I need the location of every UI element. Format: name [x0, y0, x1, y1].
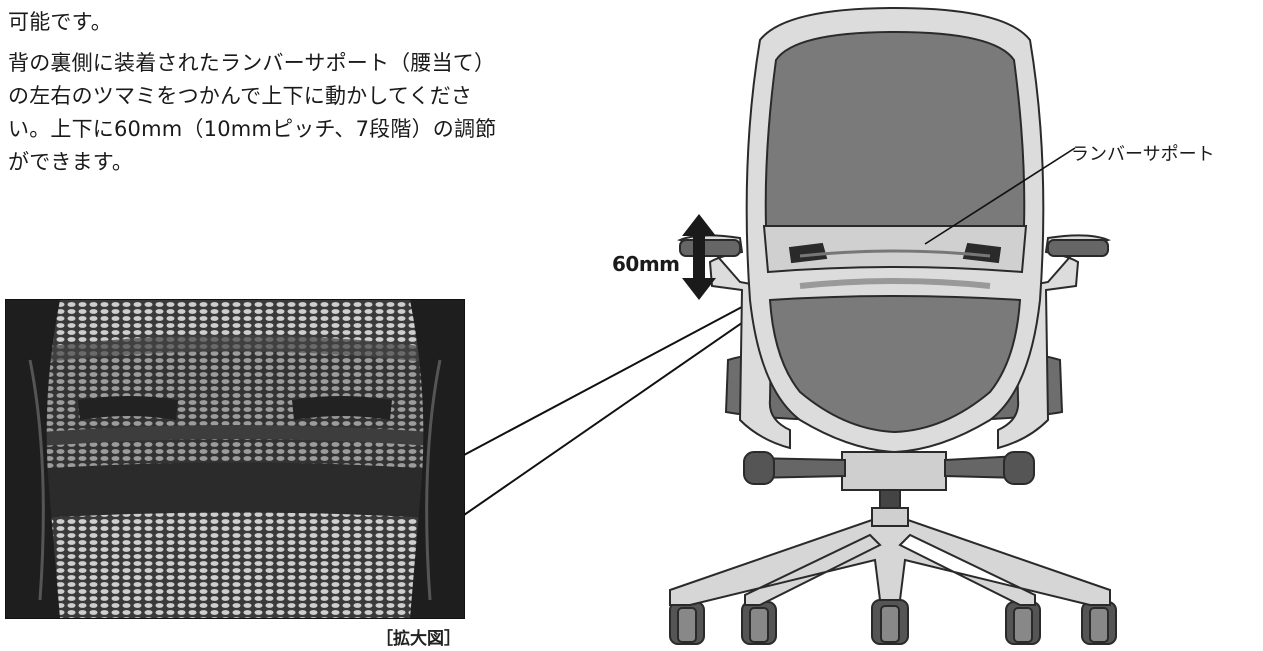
paragraph-line-3: い。上下に60mm（10mmピッチ、7段階）の調節	[8, 117, 497, 141]
zoom-caption: ［拡大図］	[376, 629, 461, 649]
backrest-mesh-upper	[764, 30, 1026, 227]
paragraph-line-2: の左右のツマミをつかんで上下に動かしてくださ	[8, 84, 473, 108]
lumbar-support-label: ランバーサポート	[1071, 144, 1215, 165]
chair-base	[669, 519, 1111, 606]
intro-line: 可能です。	[8, 6, 608, 39]
zoom-photo	[5, 299, 465, 619]
paragraph-line-4: ができます。	[8, 150, 134, 174]
casters	[669, 599, 1117, 645]
lumbar-callout-line	[924, 147, 1076, 245]
adjust-range-arrow	[682, 214, 716, 300]
zoom-callout-line-lower	[463, 299, 776, 516]
paragraph-line-1: 背の裏側に装着されたランバーサポート（腰当て）	[8, 51, 496, 75]
chair-drawing	[669, 6, 1117, 645]
adjust-range-label: 60mm	[612, 252, 680, 276]
instruction-paragraph: 背の裏側に装着されたランバーサポート（腰当て） の左右のツマミをつかんで上下に動…	[8, 47, 608, 179]
lumbar-support	[762, 225, 1028, 274]
zoom-callout-line-upper	[463, 291, 771, 456]
backrest-mesh-lower	[768, 295, 1022, 434]
instruction-text: 可能です。 背の裏側に装着されたランバーサポート（腰当て） の左右のツマミをつか…	[8, 6, 608, 187]
intro-tail: 可能です。	[8, 10, 112, 34]
